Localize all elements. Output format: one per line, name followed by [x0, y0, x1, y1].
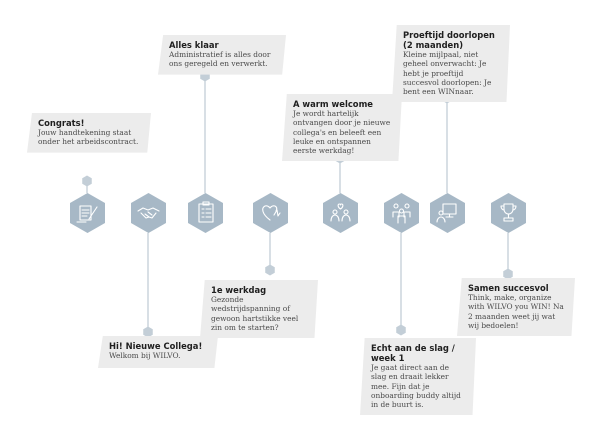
step-samen-succesvol-hexagon: [490, 193, 526, 233]
step-congrats-card: Congrats!Jouw handtekening staat onder h…: [27, 113, 151, 153]
step-alles-klaar-hexagon: [187, 193, 223, 233]
connector-dot: [503, 268, 513, 280]
trophy-icon: [499, 203, 517, 222]
connector-dot: [143, 326, 153, 338]
step-congrats-hexagon: [69, 193, 105, 233]
computer-user-icon: [435, 203, 457, 223]
step-1e-werkdag-hexagon: [252, 193, 288, 233]
step-hi-nieuwe-collega-card: Hi! Nieuwe Collega!Welkom bij WILVO.: [98, 336, 218, 368]
step-description: Je gaat direct aan de slag en draait lek…: [371, 363, 461, 410]
step-description: Welkom bij WILVO.: [109, 351, 181, 360]
team-heart-icon: [329, 203, 351, 222]
handshake-icon: [136, 207, 160, 219]
teamwork-icon: [391, 203, 411, 224]
step-description: Kleine mijlpaal, niet geheel onverwacht:…: [403, 50, 492, 97]
step-description: Administratief is alles door ons geregel…: [169, 50, 271, 69]
step-title: A warm welcome: [293, 99, 373, 109]
step-title: Samen succesvol: [468, 283, 549, 293]
step-warm-welcome-hexagon: [322, 193, 358, 233]
step-echt-aan-de-slag-hexagon: [383, 193, 419, 233]
checklist-icon: [197, 201, 214, 223]
step-description: Gezonde wedstrijdspanning of gewoon hart…: [211, 295, 299, 332]
step-proeftijd-hexagon: [429, 193, 465, 233]
step-hi-nieuwe-collega-hexagon: [130, 193, 166, 233]
heartbeat-icon: [261, 205, 281, 221]
step-title: Echt aan de slag / week 1: [371, 343, 455, 363]
step-title: Hi! Nieuwe Collega!: [109, 341, 203, 351]
step-title: Alles klaar: [169, 40, 219, 50]
step-description: Think, make, organize with WILVO you WIN…: [468, 293, 564, 330]
step-title: Congrats!: [38, 118, 85, 128]
step-proeftijd-card: Proeftijd doorlopen (2 maanden)Kleine mi…: [392, 25, 510, 103]
step-description: Jouw handtekening staat onder het arbeid…: [38, 128, 139, 147]
step-title: 1e werkdag: [211, 285, 267, 295]
step-title: Proeftijd doorlopen (2 maanden): [403, 30, 495, 50]
connector-dot: [265, 264, 275, 276]
connector-dot: [82, 175, 92, 187]
signing-contract-icon: [75, 205, 98, 223]
connector-dot: [396, 324, 406, 336]
step-description: Je wordt hartelijk ontvangen door je nie…: [293, 109, 391, 156]
